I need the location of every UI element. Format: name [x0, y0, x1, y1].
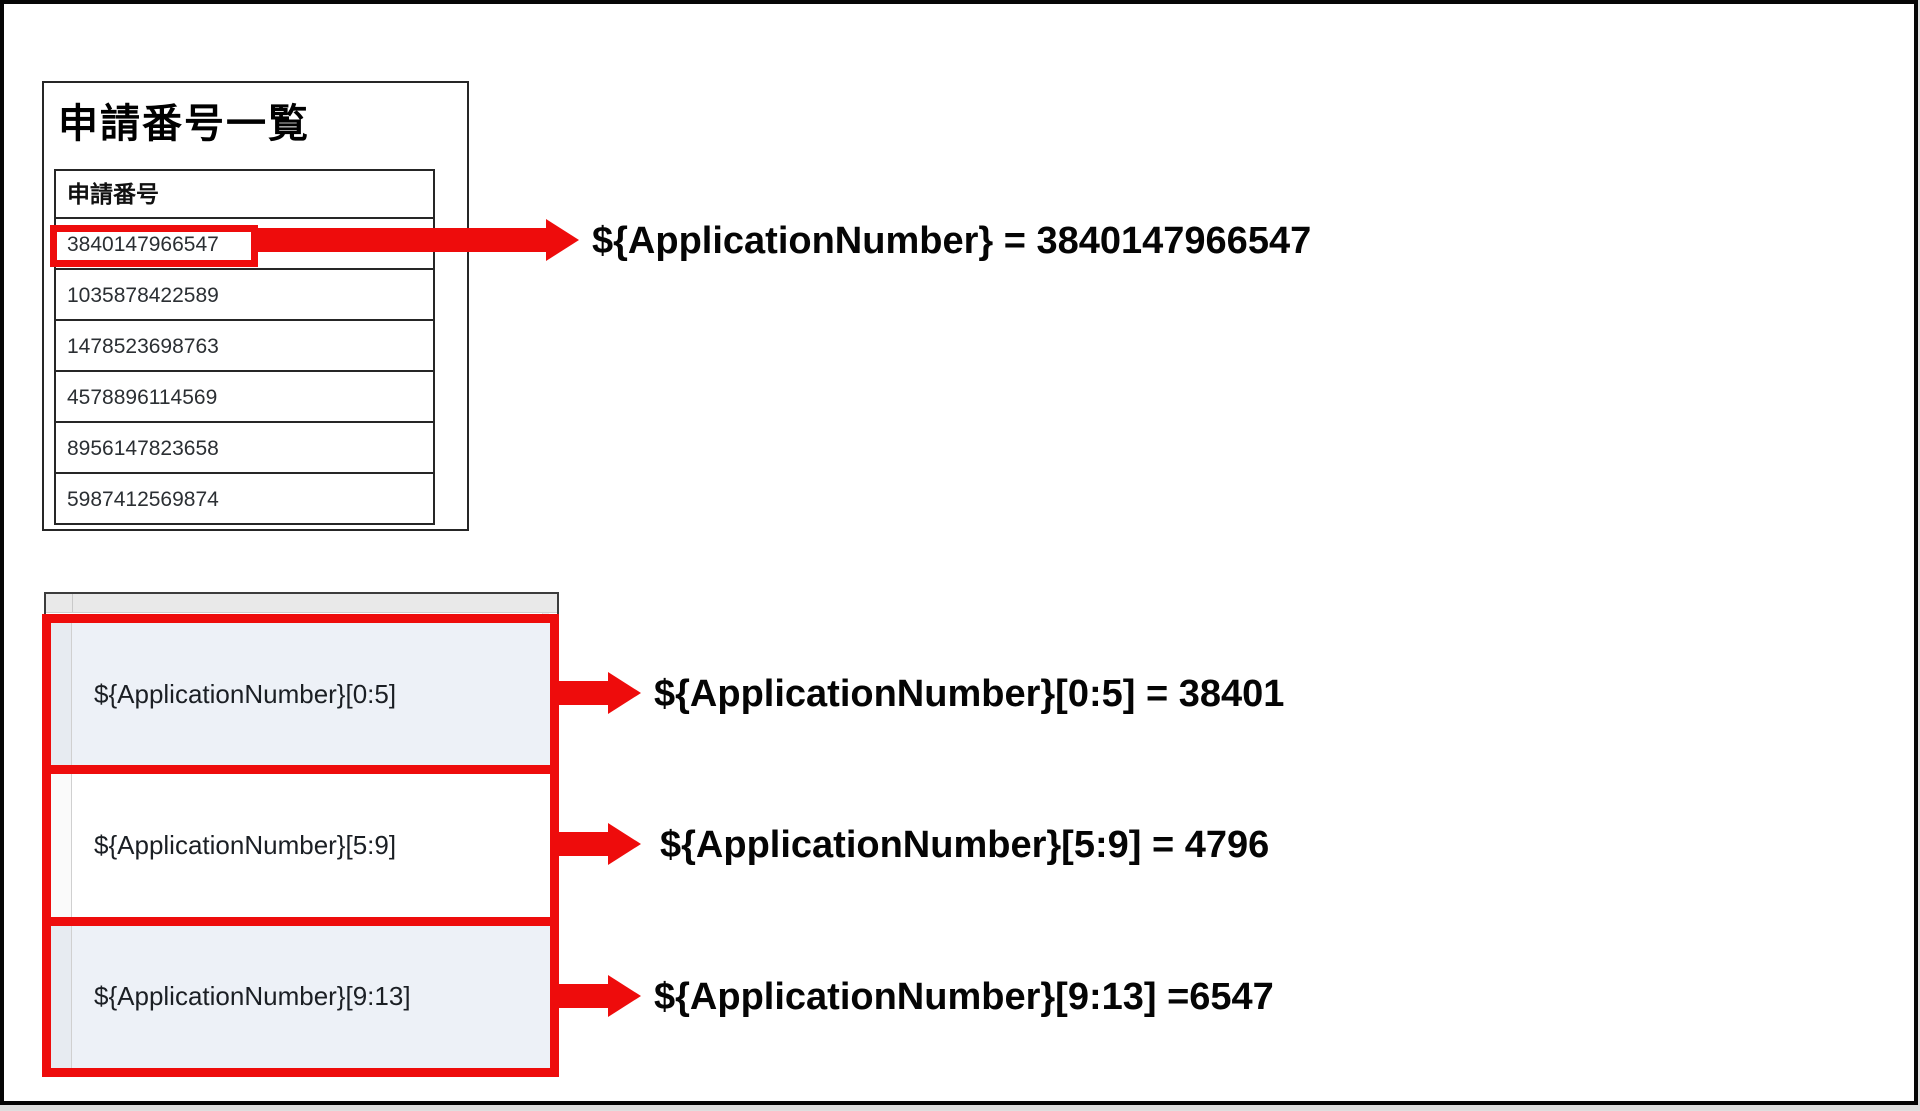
arrow-shaft	[258, 228, 546, 252]
slice-cell-5-9[interactable]: ${ApplicationNumber}[5:9]	[51, 765, 550, 917]
slice-mapping-text: ${ApplicationNumber}[0:5] = 38401	[654, 673, 1285, 715]
arrow-shaft	[556, 832, 608, 856]
mapping-arrow	[556, 823, 641, 865]
slice-cell-label: ${ApplicationNumber}[5:9]	[94, 829, 397, 860]
arrow-head-icon	[546, 219, 579, 261]
variable-mapping-text: ${ApplicationNumber} = 3840147966547	[592, 220, 1312, 262]
arrow-head-icon	[608, 975, 641, 1017]
slice-cells-highlight: ${ApplicationNumber}[0:5] ${ApplicationN…	[42, 614, 559, 1077]
mapping-arrow	[556, 672, 641, 714]
mapping-arrow	[258, 219, 579, 261]
application-list-panel: 申請番号一覧 申請番号 3840147966547 1035878422589 …	[42, 81, 469, 531]
row-gutter	[51, 925, 72, 1068]
slice-cell-label: ${ApplicationNumber}[9:13]	[94, 981, 411, 1012]
grid-corner-cell	[46, 594, 73, 612]
table-row[interactable]: 4578896114569	[56, 370, 433, 421]
arrow-head-icon	[608, 672, 641, 714]
table-row[interactable]: 3840147966547	[56, 217, 433, 268]
row-gutter	[51, 623, 72, 766]
mapping-arrow	[556, 975, 641, 1017]
slice-cell-9-13[interactable]: ${ApplicationNumber}[9:13]	[51, 916, 550, 1068]
arrow-shaft	[556, 681, 608, 705]
table-row[interactable]: 1478523698763	[56, 319, 433, 370]
table-row[interactable]: 5987412569874	[56, 472, 433, 523]
table-row[interactable]: 8956147823658	[56, 421, 433, 472]
row-gutter	[51, 774, 72, 917]
table-row[interactable]: 1035878422589	[56, 268, 433, 319]
slice-cell-0-5[interactable]: ${ApplicationNumber}[0:5]	[51, 623, 550, 766]
selected-cell-highlight	[50, 225, 258, 267]
application-table-column-header: 申請番号	[67, 181, 159, 207]
list-panel-title: 申請番号一覧	[58, 102, 310, 146]
arrow-head-icon	[608, 823, 641, 865]
slice-mapping-text: ${ApplicationNumber}[9:13] =6547	[654, 976, 1274, 1018]
arrow-shaft	[556, 984, 608, 1008]
slice-cell-label: ${ApplicationNumber}[0:5]	[94, 678, 397, 709]
slice-mapping-text: ${ApplicationNumber}[5:9] = 4796	[660, 824, 1270, 866]
grid-header-strip	[46, 594, 557, 613]
